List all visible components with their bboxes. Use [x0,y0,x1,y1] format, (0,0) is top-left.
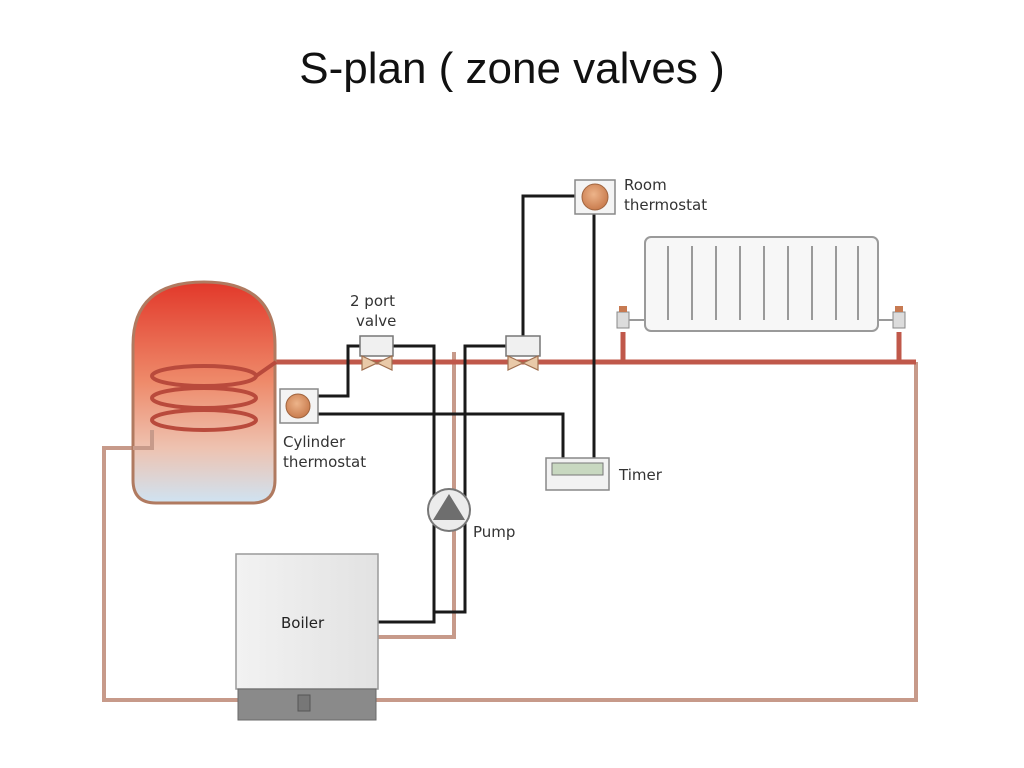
cylinder-heating-coil [150,360,278,432]
port-valve-label-line2: valve [356,312,396,330]
timer-label: Timer [618,466,663,484]
cylinder-thermostat [279,388,319,424]
boiler-label: Boiler [281,614,325,632]
cylinder-thermostat-dial-icon [285,393,311,419]
cylinder-thermostat-label-line2: thermostat [283,453,366,471]
hot-water-cylinder [131,280,278,505]
room-thermostat-dial-icon [581,183,609,211]
room-thermostat-label-line2: thermostat [624,196,707,214]
control-wiring [318,194,596,624]
room-thermostat [574,179,616,215]
timer-display-icon [551,462,604,476]
radiator-valve-left-icon [616,306,630,329]
pump-arrow-icon [433,494,465,520]
return-pipe [102,352,918,702]
pump [427,488,471,532]
two-port-valve-hot-water [359,335,394,371]
pump-label: Pump [473,523,515,541]
slide-title: S-plan ( zone valves ) [299,44,725,93]
boiler [235,553,379,721]
radiator [616,236,906,332]
port-valve-label-line1: 2 port [350,292,395,310]
cylinder-thermostat-label-line1: Cylinder [283,433,346,451]
room-thermostat-label-line1: Room [624,176,667,194]
boiler-flue-icon [297,694,311,712]
radiator-valve-right-icon [892,306,906,329]
timer [545,457,610,491]
two-port-valve-heating [505,335,541,371]
